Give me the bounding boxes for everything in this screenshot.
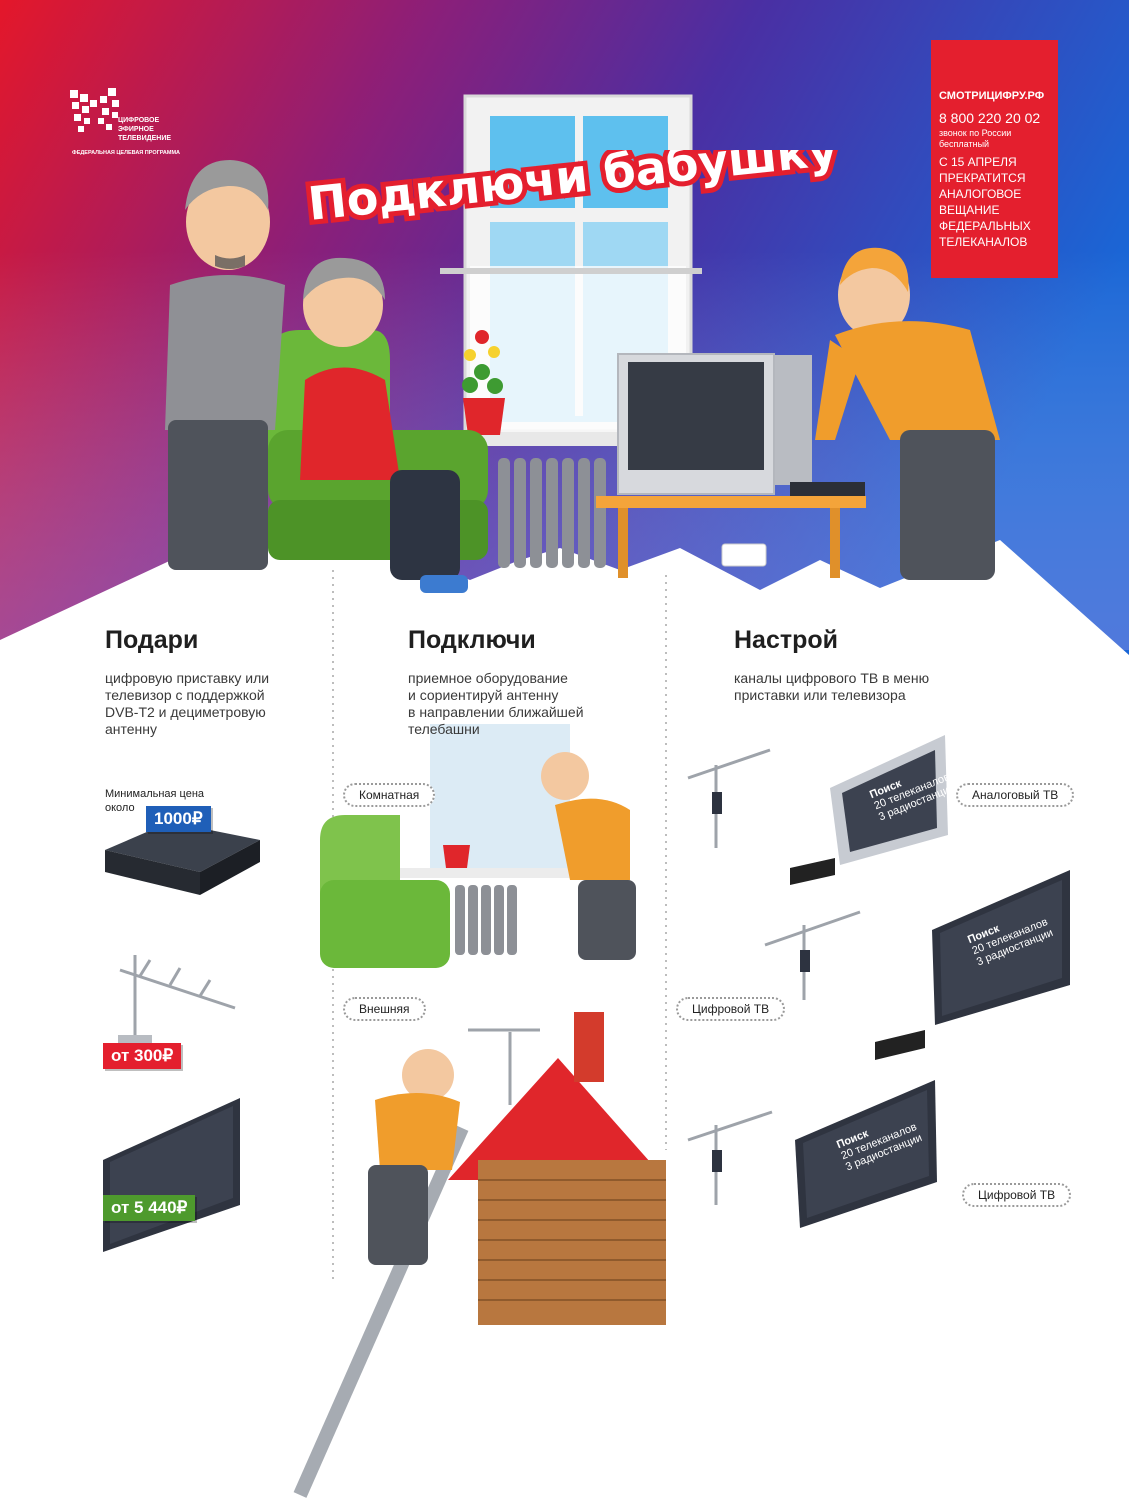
setup-digital-scene-1 xyxy=(764,870,1070,1060)
headline-banner: Подключи бабушку xyxy=(301,150,840,236)
call-note-1: звонок по России xyxy=(939,128,1012,138)
notice-line: ТЕЛЕКАНАЛОВ xyxy=(939,235,1028,249)
gift-description: цифровую приставку или телевизор с подде… xyxy=(105,670,269,738)
setup-desc-line: каналы цифрового ТВ в меню xyxy=(734,670,930,686)
logo-line-4: ФЕДЕРАЛЬНАЯ ЦЕЛЕВАЯ ПРОГРАММА xyxy=(72,150,181,156)
connect-desc-line: в направлении ближайшей xyxy=(408,704,584,720)
gift-desc-line: антенну xyxy=(105,721,158,737)
logo-line-2: ЭФИРНОЕ xyxy=(118,126,154,133)
notice-line: ВЕЩАНИЕ xyxy=(939,203,1000,217)
price-set-top-box: 1000₽ xyxy=(146,806,211,832)
setup-digital-scene-2 xyxy=(687,1080,937,1228)
logo-line-1: ЦИФРОВОЕ xyxy=(118,117,160,124)
hotline-phone[interactable]: 8 800 220 20 02 xyxy=(939,110,1041,126)
site-link[interactable]: СМОТРИЦИФРУ.РФ xyxy=(939,90,1045,102)
gift-desc-line: DVB-T2 и дециметровую xyxy=(105,704,266,720)
grandma-illustration xyxy=(300,257,468,593)
info-panel: СМОТРИЦИФРУ.РФ 8 800 220 20 02 звонок по… xyxy=(931,40,1058,278)
radiator-illustration xyxy=(498,458,606,568)
house-scene xyxy=(293,1012,666,1498)
gift-desc-line: цифровую приставку или xyxy=(105,670,270,686)
indoor-antenna-scene xyxy=(320,724,636,968)
setup-title: Настрой xyxy=(734,626,839,654)
digital-tv-label-1: Цифровой ТВ xyxy=(676,997,786,1021)
antenna-illustration-gift xyxy=(118,955,236,1043)
analog-tv-label: Аналоговый ТВ xyxy=(956,783,1075,807)
notice-line: С 15 АПРЕЛЯ xyxy=(939,155,1017,169)
headline-text: Подключи бабушку xyxy=(306,150,840,231)
connect-desc-line: приемное оборудование xyxy=(408,670,568,686)
gift-title: Подари xyxy=(105,626,199,654)
tv-table-illustration xyxy=(596,353,866,578)
outdoor-antenna-label: Внешняя xyxy=(343,997,426,1021)
connect-desc-line: телебашни xyxy=(408,721,480,737)
digital-tv-label-2: Цифровой ТВ xyxy=(962,1183,1072,1207)
price-antenna: от 300₽ xyxy=(103,1043,182,1069)
call-note-2: бесплатный xyxy=(939,139,990,149)
young-man-illustration xyxy=(815,247,1000,580)
notice-line: АНАЛОГОВОЕ xyxy=(939,187,1022,201)
flower-pot-illustration xyxy=(462,330,505,435)
program-logo: ЦИФРОВОЕ ЭФИРНОЕ ТЕЛЕВИДЕНИЕ ФЕДЕРАЛЬНАЯ… xyxy=(68,86,188,166)
connect-title: Подключи xyxy=(408,626,536,654)
min-price-note: Минимальная цена около xyxy=(105,787,204,815)
set-top-box-illustration xyxy=(105,822,260,895)
connect-description: приемное оборудование и сориентируй анте… xyxy=(408,670,584,738)
connect-desc-line: и сориентируй антенну xyxy=(408,687,559,703)
setup-desc-line: приставки или телевизора xyxy=(734,687,906,703)
grandpa-illustration xyxy=(165,160,285,570)
price-tv: от 5 440₽ xyxy=(103,1195,196,1221)
notice-line: ПРЕКРАТИТСЯ xyxy=(939,171,1026,185)
gift-desc-line: телевизор с поддержкой xyxy=(105,687,265,703)
notice-line: ФЕДЕРАЛЬНЫХ xyxy=(939,219,1031,233)
min-price-line-2: около xyxy=(105,802,135,814)
setup-analog-scene xyxy=(687,735,948,885)
analog-shutdown-notice: С 15 АПРЕЛЯ ПРЕКРАТИТСЯ АНАЛОГОВОЕ ВЕЩАН… xyxy=(939,154,1031,250)
setup-description: каналы цифрового ТВ в меню приставки или… xyxy=(734,670,929,704)
indoor-antenna-label: Комнатная xyxy=(343,783,436,807)
butterfly-logo-icon xyxy=(70,88,119,132)
min-price-line-1: Минимальная цена xyxy=(105,788,205,800)
logo-line-3: ТЕЛЕВИДЕНИЕ xyxy=(118,135,172,142)
